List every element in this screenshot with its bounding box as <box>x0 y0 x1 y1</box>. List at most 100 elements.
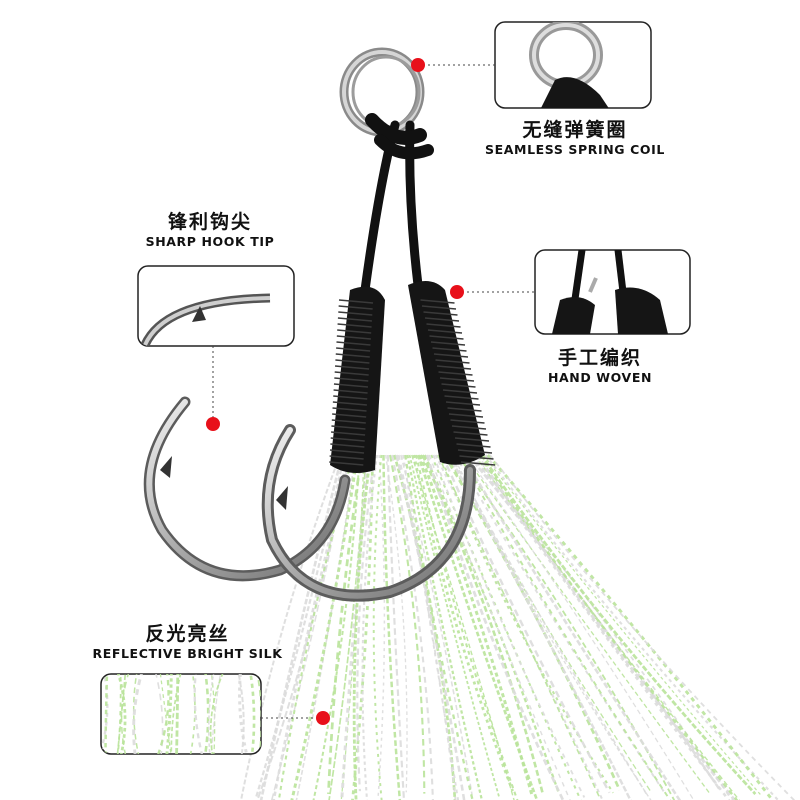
silk-strand <box>467 454 722 792</box>
silk-strand <box>425 454 565 800</box>
wrap-thread-line <box>454 437 490 442</box>
silk-strand <box>361 454 378 800</box>
silk-strand <box>428 454 571 800</box>
wrap-thread-line <box>333 395 368 400</box>
silk-strand <box>351 454 374 800</box>
silk-strand <box>415 454 519 800</box>
callout-title-zh: 反光亮丝 <box>145 623 230 645</box>
silk-strand <box>423 454 561 795</box>
silk-strand <box>295 454 357 800</box>
callout-title-zh: 锋利钩尖 <box>167 211 252 233</box>
callout-hand-woven: 手工编织 HAND WOVEN <box>520 346 680 386</box>
wrap-thread-line <box>329 455 364 460</box>
callout-title-en: REFLECTIVE BRIGHT SILK <box>92 646 283 661</box>
silk-strand <box>352 454 372 800</box>
wrap-thread-line <box>457 449 493 454</box>
wrap-thread-line <box>453 431 488 436</box>
wrap-thread-line <box>333 383 369 388</box>
wrap-thread-line <box>421 305 457 310</box>
wrap-thread-line <box>456 443 491 448</box>
silk-strand <box>162 674 173 754</box>
wrap-thread-line <box>331 419 366 424</box>
silk-strand <box>463 454 710 794</box>
wrap-thread-line <box>337 329 372 334</box>
silk-strand <box>113 674 128 754</box>
silk-strand <box>421 454 545 796</box>
silk-strand <box>397 454 457 800</box>
silk-strand <box>234 674 245 754</box>
silk-strand <box>391 454 434 800</box>
wrap-thread-line <box>460 461 496 466</box>
wrap-thread-line <box>332 401 367 406</box>
silk-strand <box>290 454 359 800</box>
wrap-thread-line <box>448 413 484 418</box>
braided-cord <box>360 113 434 295</box>
wrap-thread-line <box>335 353 370 358</box>
coil-detail-frame <box>494 21 652 109</box>
silk-strand <box>201 674 210 754</box>
wrap-thread-line <box>438 371 473 376</box>
callout-seamless-spring-coil: 无缝弹簧圈 SEAMLESS SPRING COIL <box>470 118 680 158</box>
wrap-thread-line <box>450 419 485 424</box>
silk-strand <box>447 454 632 800</box>
silk-strand <box>112 674 127 754</box>
silk-strand <box>475 454 737 800</box>
silk-strand <box>208 674 217 754</box>
silk-strand <box>469 454 733 800</box>
silk-strand <box>382 454 402 800</box>
silk-strand <box>465 454 695 800</box>
wrap-thread-line <box>430 341 466 346</box>
wrap-thread-line <box>334 371 369 376</box>
callout-title-zh: 手工编织 <box>557 347 642 369</box>
silk-strand <box>132 674 148 754</box>
wrap-thread-line <box>338 311 373 316</box>
wrap-thread-line <box>429 335 464 340</box>
silk-strand <box>395 454 466 800</box>
woven-detail-frame <box>534 249 691 335</box>
wrap-thread-line <box>442 389 478 394</box>
silk-strand <box>406 454 484 800</box>
wrap-thread-line <box>334 377 369 382</box>
silk-strand <box>432 454 586 798</box>
callout-title-zh: 无缝弹簧圈 <box>522 119 628 141</box>
silk-strand <box>454 454 666 794</box>
silk-strand <box>386 454 406 800</box>
wrap-thread-line <box>336 341 371 346</box>
wrap-thread-line <box>426 323 461 328</box>
silk-strand <box>482 454 762 796</box>
wrap-thread-line <box>424 317 460 322</box>
silk-strand <box>240 454 341 800</box>
wrap-thread-line <box>336 335 371 340</box>
right-hook <box>261 424 476 602</box>
wrap-thread-line <box>332 413 367 418</box>
silk-strand <box>259 674 261 754</box>
wrap-thread-line <box>441 383 476 388</box>
left-hook <box>143 396 351 582</box>
silk-strand <box>460 454 682 800</box>
wrap-thread-line <box>445 401 481 406</box>
silk-strand <box>452 454 652 800</box>
silk-strand <box>456 454 676 800</box>
silk-strand <box>458 454 672 800</box>
silk-strand <box>450 454 647 795</box>
callout-title-en: HAND WOVEN <box>547 370 653 385</box>
silk-strand <box>408 454 501 798</box>
callout-title-en: SEAMLESS SPRING COIL <box>485 142 665 157</box>
wrap-thread-line <box>436 365 472 370</box>
silk-strand <box>412 454 514 792</box>
wrap-thread-line <box>427 329 463 334</box>
wrap-thread-line <box>451 425 487 430</box>
wrap-thread-line <box>331 425 366 430</box>
silk-strand <box>327 454 364 795</box>
wrap-thread-line <box>423 311 458 316</box>
silk-detail-frame <box>100 673 262 755</box>
wrap-thread-line <box>329 461 364 466</box>
tip-detail-frame <box>137 265 295 347</box>
silk-strand <box>356 454 376 792</box>
silk-strand <box>328 454 367 800</box>
wrap-thread-line <box>337 323 372 328</box>
callout-reflective-bright-silk: 反光亮丝 REFLECTIVE BRIGHT SILK <box>80 622 295 662</box>
wrap-thread-line <box>336 347 371 352</box>
wrap-thread-line <box>337 317 372 322</box>
